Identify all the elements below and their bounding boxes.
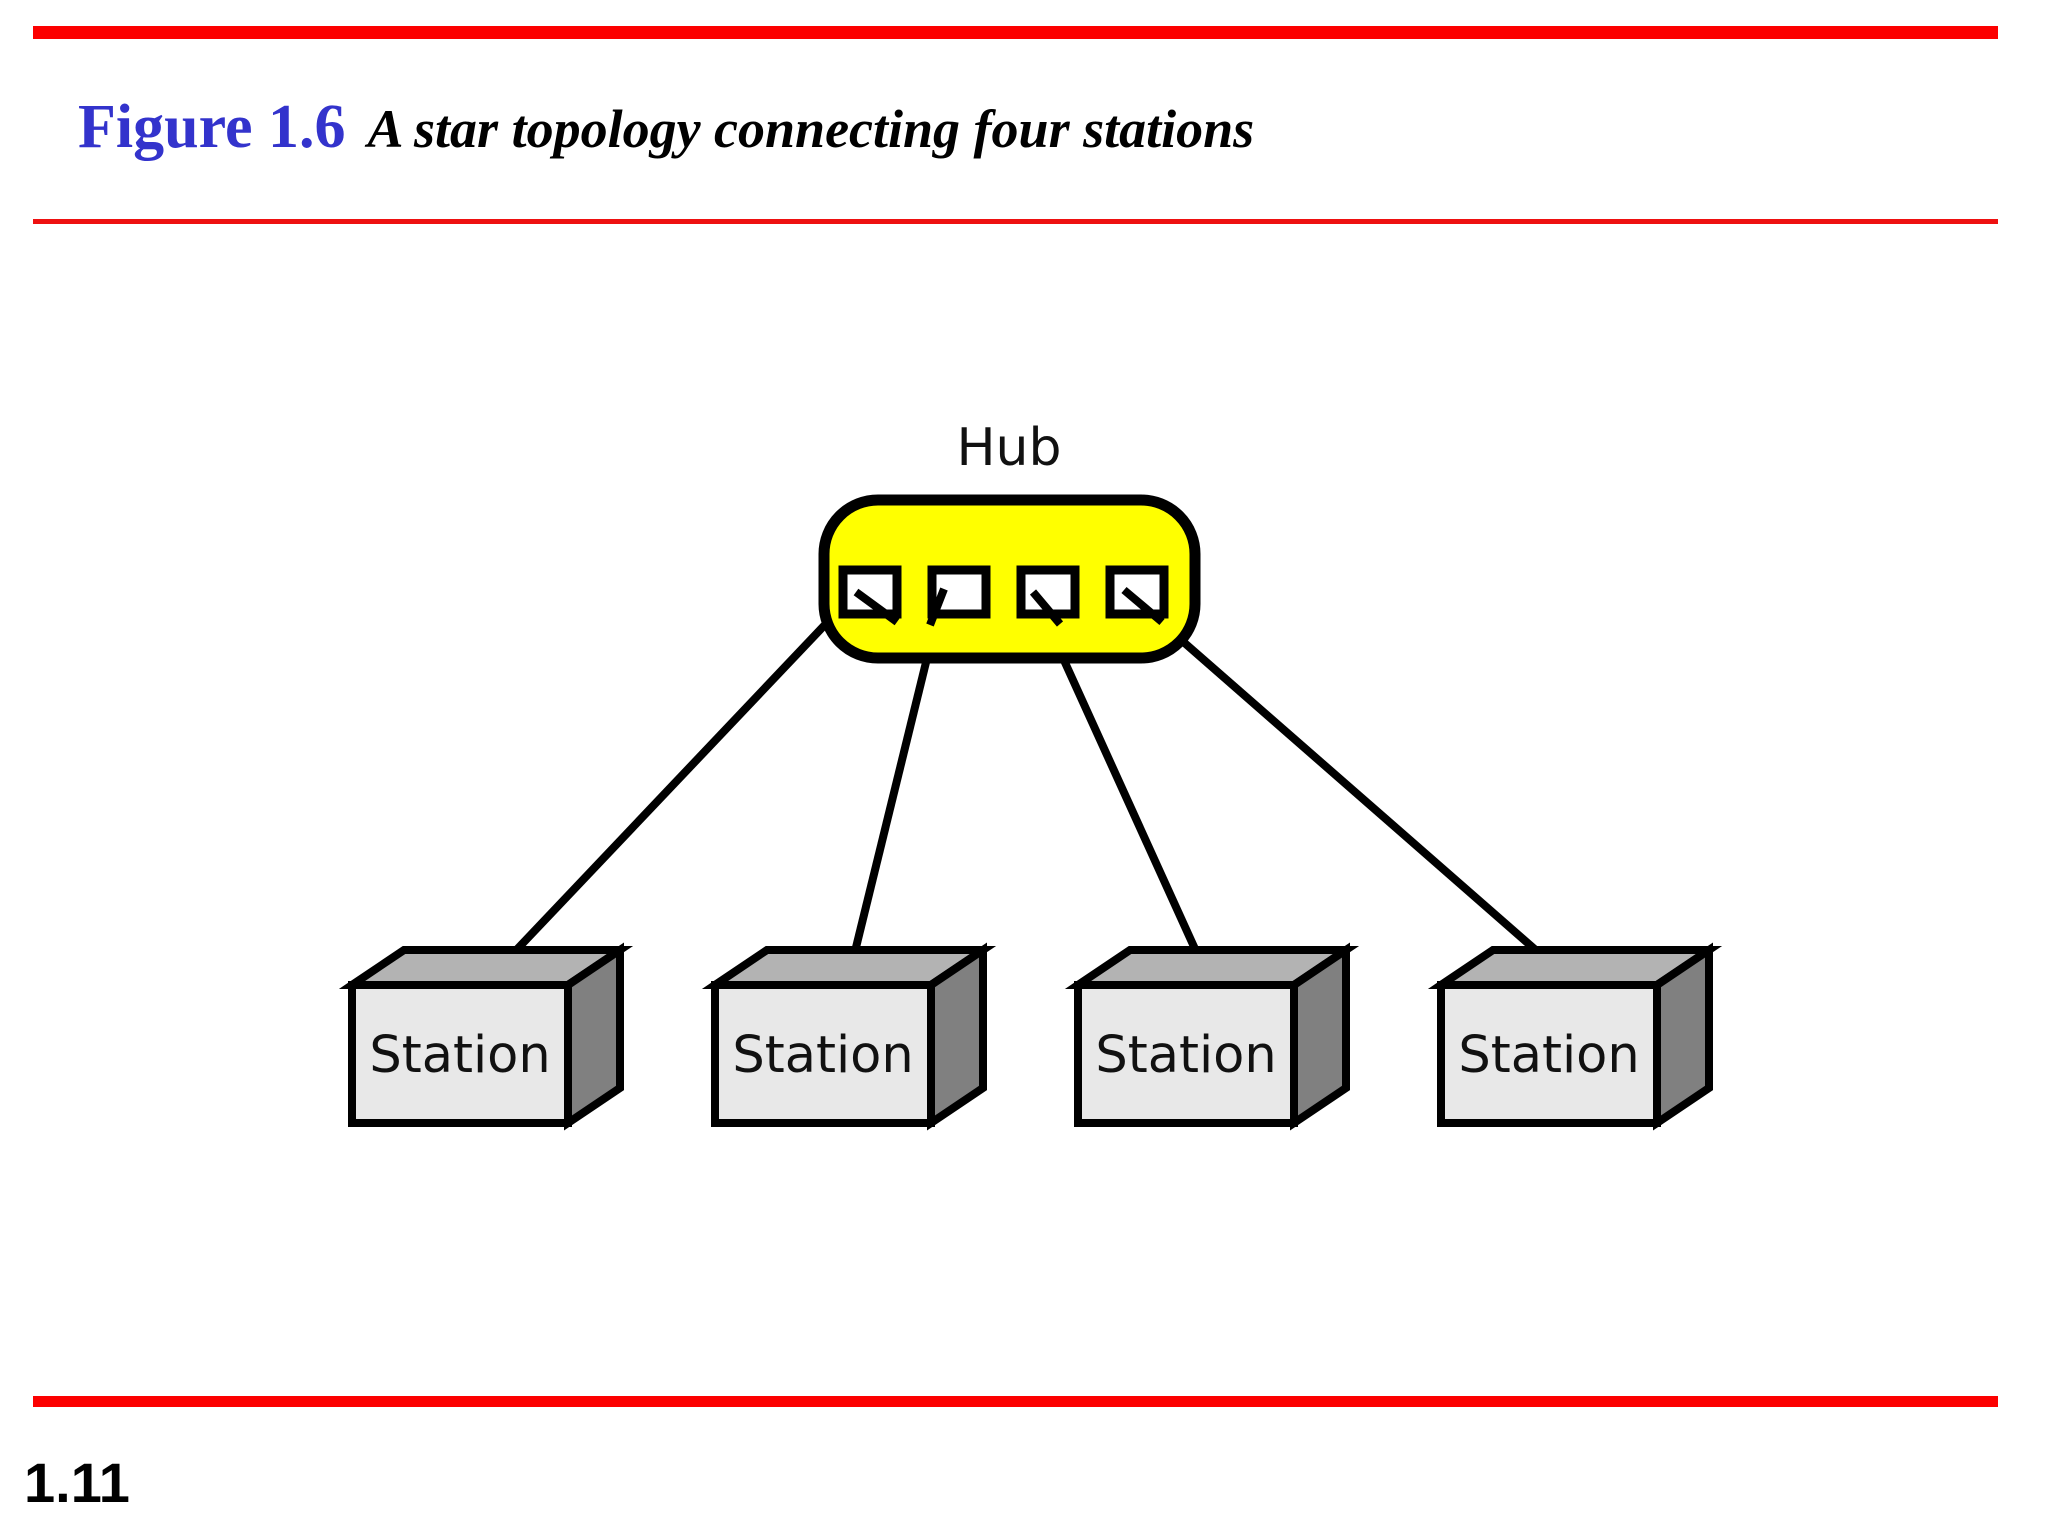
station-1-side-face	[564, 942, 624, 1131]
header-rule-under-caption	[33, 219, 1998, 224]
station-4-label: Station	[1458, 1026, 1639, 1085]
station-4-side-face	[1653, 942, 1713, 1131]
hub-port-1[interactable]	[838, 565, 902, 619]
station-2-front-face[interactable]	[711, 981, 935, 1127]
hub-port-3-stub	[1029, 589, 1064, 627]
station-1-front-face[interactable]	[348, 981, 572, 1127]
hub-label: Hub	[956, 418, 1061, 478]
hub-port-4-stub	[1121, 586, 1165, 626]
hub-port-1-stub	[853, 588, 900, 626]
figure-caption: Figure 1.6 A star topology connecting fou…	[78, 96, 1254, 158]
link-hub-port-1-to-station-1	[484, 589, 859, 984]
connection-lines	[484, 586, 1573, 984]
station-node-3[interactable]: Station	[1064, 942, 1360, 1131]
station-node-4[interactable]: Station	[1427, 942, 1723, 1131]
header-rule-top	[33, 26, 1998, 39]
station-node-1[interactable]: Station	[338, 942, 634, 1131]
page-number: 1.11	[24, 1451, 130, 1514]
hub-node[interactable]	[818, 494, 1201, 664]
station-4-front-face[interactable]	[1437, 981, 1661, 1127]
figure-caption-label: Figure 1.6	[78, 93, 346, 161]
link-hub-port-4-to-station-4	[1121, 586, 1573, 984]
station-2-side-face	[927, 942, 987, 1131]
hub-body[interactable]	[818, 494, 1201, 664]
station-node-2[interactable]: Station	[701, 942, 997, 1131]
hub-port-2-stub	[926, 587, 948, 627]
footer-rule	[33, 1396, 1998, 1407]
station-3-label: Station	[1095, 1026, 1276, 1085]
figure-caption-text: A star topology connecting four stations	[367, 99, 1255, 159]
station-1-label: Station	[369, 1026, 550, 1085]
station-3-front-face[interactable]	[1074, 981, 1298, 1127]
station-2-label: Station	[732, 1026, 913, 1085]
station-3-side-face	[1290, 942, 1350, 1131]
hub-port-4[interactable]	[1105, 565, 1169, 619]
